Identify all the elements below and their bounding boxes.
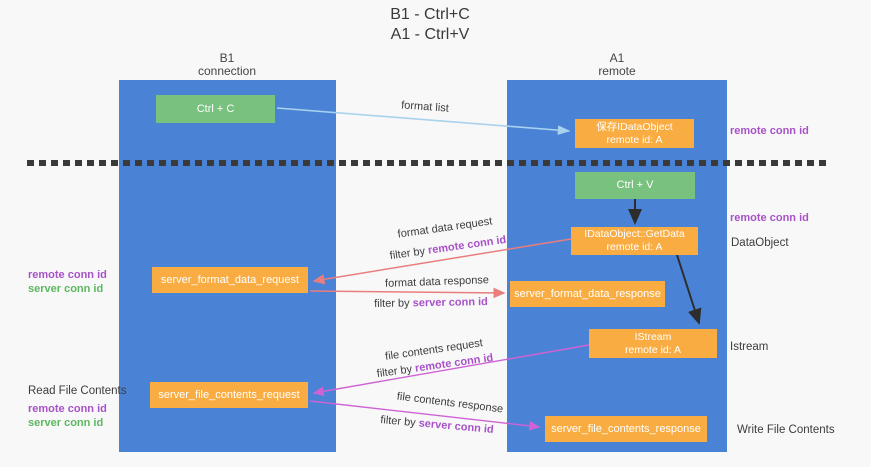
remote-conn-id-highlight: remote conn id — [427, 233, 507, 257]
istream-side-label: Istream — [730, 341, 769, 353]
file-contents-response-label: file contents response — [396, 390, 504, 416]
node-istream-line2: remote id: A — [624, 343, 682, 356]
filter-by-text: filter by — [376, 362, 416, 381]
node-ctrl-v-label: Ctrl + V — [616, 179, 654, 191]
node-ctrl-v: Ctrl + V — [575, 172, 695, 199]
filter-by-text: filter by — [389, 244, 429, 263]
file-contents-response-filter-label: filter by server conn id — [380, 414, 494, 436]
node-save-idataobject-line2: remote id: A — [606, 133, 663, 146]
format-data-response-filter-label: filter by server conn id — [374, 296, 488, 310]
node-server-file-contents-response-label: server_file_contents_response — [551, 422, 701, 435]
remote-conn-id-label-format: remote conn id — [28, 269, 107, 281]
right-column-role: remote — [598, 64, 636, 78]
server-conn-id-highlight: server conn id — [418, 417, 495, 436]
read-file-contents-label: Read File Contents — [28, 385, 127, 397]
format-data-response-label: format data response — [384, 274, 490, 290]
remote-conn-id-label-ctrlv: remote conn id — [730, 212, 809, 224]
dataobject-label: DataObject — [731, 237, 789, 249]
node-getdata-line2: remote id: A — [606, 241, 663, 253]
node-istream-line1: IStream — [634, 330, 672, 343]
format-data-response-arrow — [309, 287, 506, 299]
write-file-contents-label: Write File Contents — [737, 424, 835, 436]
node-server-format-data-response: server_format_data_response — [510, 281, 665, 307]
node-save-idataobject-line1: 保存IDataObject — [596, 120, 673, 133]
node-server-file-contents-request: server_file_contents_request — [150, 382, 308, 408]
server-conn-id-highlight: server conn id — [412, 296, 488, 310]
diagram-title: B1 - Ctrl+C A1 - Ctrl+V — [330, 5, 530, 45]
node-getdata-line1: IDataObject::GetData — [584, 228, 685, 240]
filter-by-text: filter by — [374, 297, 413, 310]
remote-conn-id-label-file: remote conn id — [28, 403, 107, 415]
title-line-1: B1 - Ctrl+C — [390, 6, 470, 23]
remote-conn-id-label-top: remote conn id — [730, 125, 809, 137]
node-server-format-data-response-label: server_format_data_response — [514, 287, 661, 300]
node-save-idataobject: 保存IDataObject remote id: A — [575, 119, 694, 148]
server-conn-id-label-file: server conn id — [28, 417, 104, 429]
left-column-role: connection — [197, 64, 257, 78]
node-server-file-contents-request-label: server_file_contents_request — [158, 388, 300, 401]
node-ctrl-c-label: Ctrl + C — [196, 102, 235, 115]
right-column-header: A1 remote — [557, 52, 677, 78]
right-column-name: A1 — [609, 51, 625, 65]
node-server-format-data-request: server_format_data_request — [152, 267, 308, 293]
format-list-arrow-label: format list — [400, 99, 450, 115]
node-server-file-contents-response: server_file_contents_response — [545, 416, 707, 442]
node-istream: IStream remote id: A — [589, 329, 717, 358]
title-line-2: A1 - Ctrl+V — [390, 26, 470, 43]
filter-by-text: filter by — [379, 414, 420, 430]
server-conn-id-label-format: server conn id — [28, 283, 104, 295]
node-idataobject-getdata: IDataObject::GetData remote id: A — [571, 227, 698, 255]
left-column-name: B1 — [219, 51, 235, 65]
left-column-header: B1 connection — [167, 52, 287, 78]
node-ctrl-c: Ctrl + C — [156, 95, 275, 123]
node-server-format-data-request-label: server_format_data_request — [160, 273, 300, 286]
